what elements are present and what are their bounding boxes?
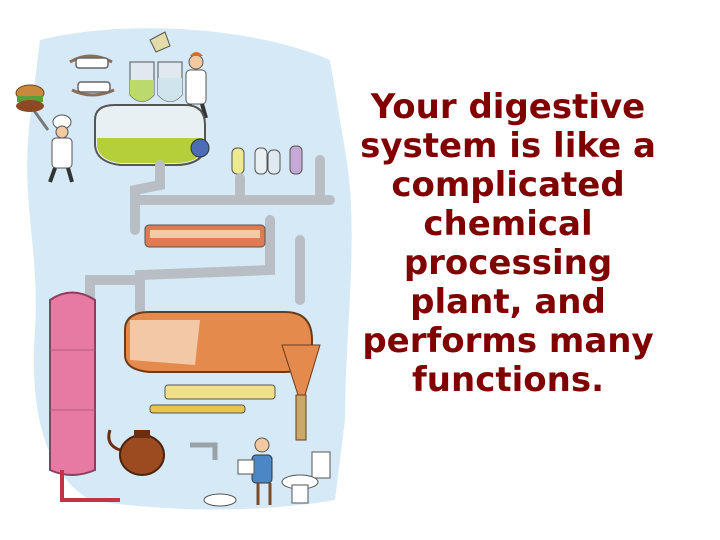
pink-cylinder (49, 291, 120, 502)
caption-line-3: complicated (391, 165, 625, 205)
caption-line-7: performs many (362, 321, 654, 361)
teeth-icon (69, 54, 115, 97)
faucet (190, 442, 237, 507)
slide-caption: Your digestive system is like a complica… (338, 88, 678, 400)
scientist-figure (185, 52, 208, 119)
caption-line-8: functions. (412, 360, 604, 400)
test-tubes (231, 145, 303, 175)
pipe-network (85, 155, 335, 315)
bile-tray (149, 384, 276, 414)
caption-line-4: chemical (423, 204, 593, 244)
digestive-plant-illustration (15, 28, 352, 510)
caption-line-1: Your digestive (370, 87, 646, 127)
toilet-icon (281, 451, 331, 504)
flasks-top (129, 31, 183, 102)
seated-man-figure (237, 437, 273, 505)
heating-tray (144, 224, 266, 248)
kettle (107, 429, 165, 476)
mixing-vessel (94, 104, 210, 166)
chef-figure (48, 114, 74, 183)
stomach-tank (124, 311, 321, 441)
caption-line-6: plant, and (410, 282, 606, 322)
caption-line-5: processing (403, 243, 613, 283)
hamburger-icon (15, 84, 50, 131)
caption-line-2: system is like a (360, 126, 656, 166)
